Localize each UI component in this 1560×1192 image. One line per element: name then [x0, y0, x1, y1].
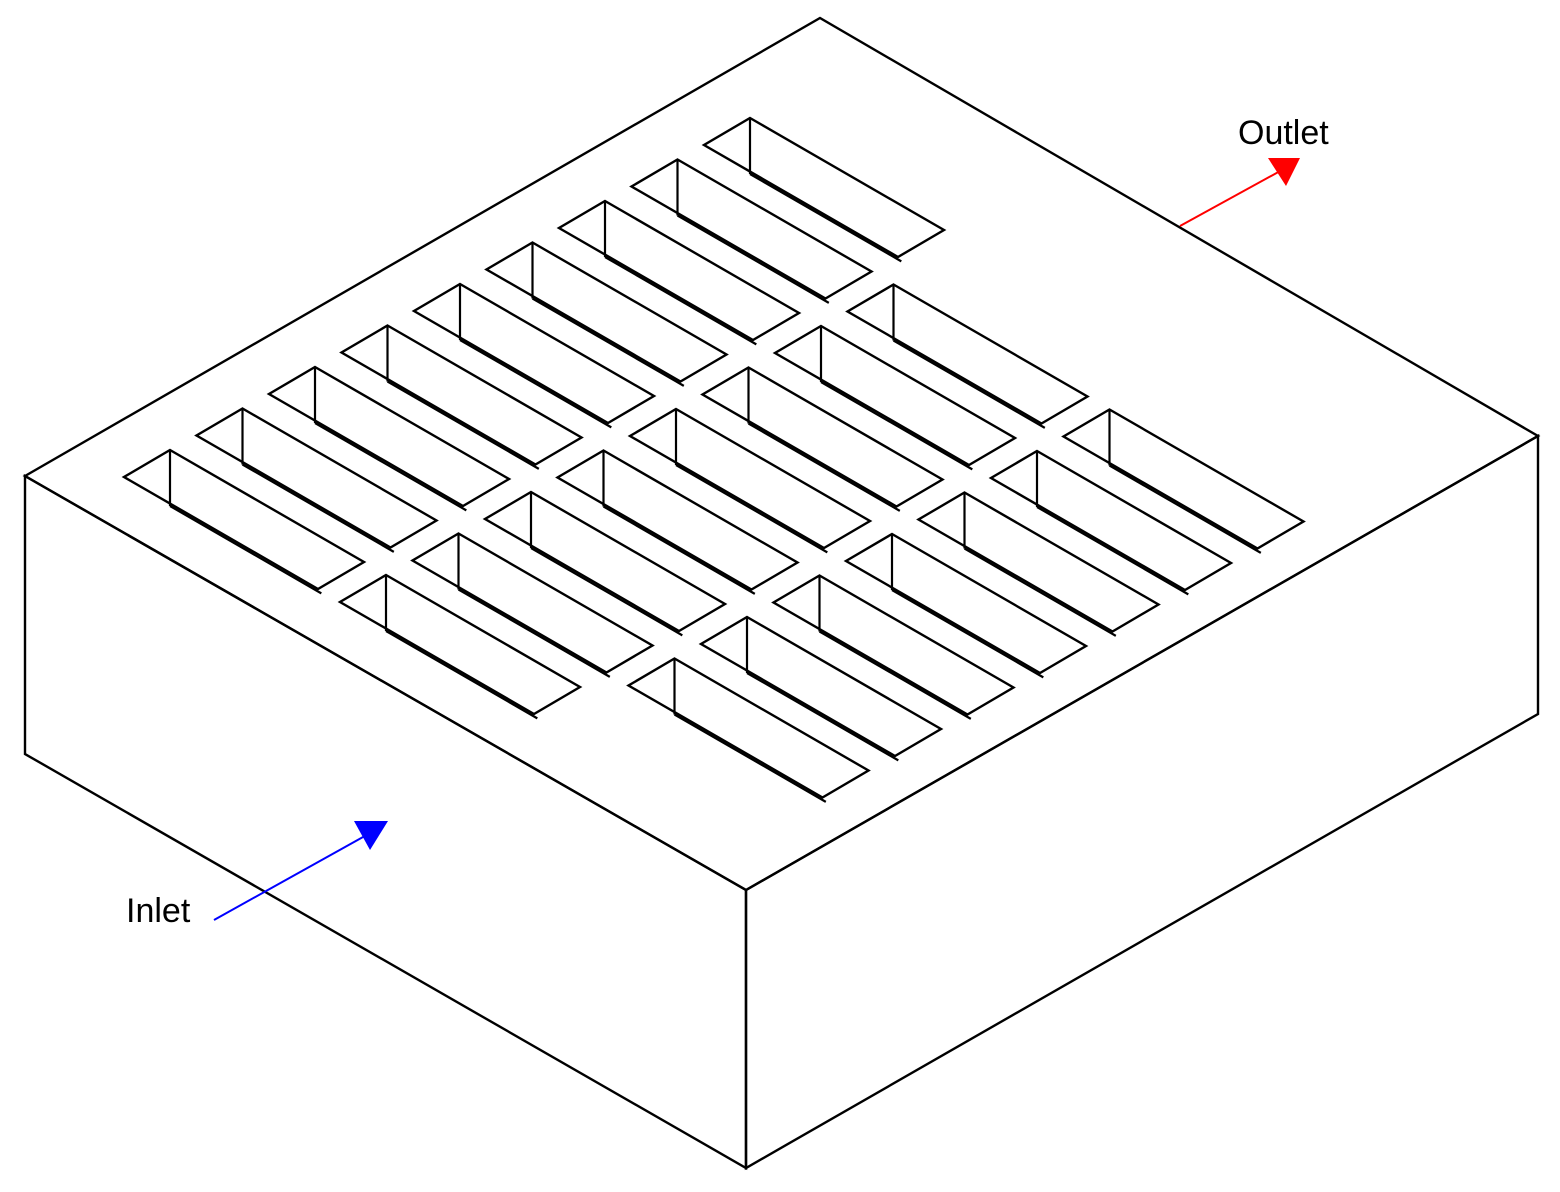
- channel-slot: [771, 574, 1016, 716]
- channel-slot-floor-edge: [602, 505, 756, 595]
- inlet-annotation: Inlet: [126, 821, 388, 930]
- channel-slot-floor-edge: [963, 547, 1117, 637]
- channel-slot: [626, 657, 871, 799]
- channel-slot: [410, 532, 655, 674]
- channel-slot-floor-edge: [891, 589, 1044, 679]
- channel-slot: [701, 116, 947, 259]
- channel-slot-floor-edge: [892, 339, 1046, 429]
- channel-slot-floor-edge: [1036, 506, 1189, 596]
- channel-slot: [556, 199, 802, 342]
- outlet-arrow-shaft: [1179, 169, 1283, 227]
- channel-slot-floor-edge: [818, 630, 972, 720]
- outlet-annotation: Outlet: [1179, 114, 1329, 227]
- channel-slot-floor-edge: [530, 547, 683, 637]
- channel-slot-floor-edge: [1108, 464, 1262, 554]
- channel-slot-floor-edge: [747, 422, 901, 512]
- channel-slot: [916, 491, 1161, 633]
- channel-slot-floor-edge: [820, 381, 973, 471]
- channel-slot: [629, 158, 874, 300]
- channel-slot: [194, 407, 439, 549]
- channel-slot-floor-edge: [676, 214, 830, 304]
- channel-slot: [988, 449, 1234, 592]
- channel-slot: [1061, 408, 1306, 550]
- channel-slot-floor-edge: [457, 588, 611, 678]
- channel-slot: [555, 449, 800, 591]
- channel-slot-floor-edge: [169, 505, 322, 595]
- channel-slot-floor-edge: [459, 339, 612, 429]
- channel-slot: [121, 448, 367, 591]
- block-body: [22, 16, 1541, 1171]
- channel-slot: [627, 407, 873, 550]
- channel-slot-floor-edge: [604, 256, 757, 346]
- channel-slot-floor-edge: [386, 380, 540, 470]
- channel-slot: [484, 241, 729, 383]
- channel-slot-floor-edge: [746, 672, 899, 762]
- channel-slot-floor-edge: [385, 630, 538, 720]
- channel-slot-floor-edge: [675, 464, 828, 554]
- channel-slot: [337, 573, 583, 716]
- channel-slot-floor-edge: [241, 463, 395, 553]
- outlet-arrow-head: [1268, 158, 1300, 186]
- channel-slot: [339, 324, 584, 466]
- channel-slot: [698, 615, 944, 758]
- channel-slot: [482, 490, 728, 633]
- channel-slot-floor-edge: [749, 173, 902, 263]
- inlet-label: Inlet: [126, 892, 191, 930]
- channel-slot-grid: [121, 116, 1306, 803]
- channel-slot-floor-edge: [314, 422, 467, 512]
- channel-slot: [843, 532, 1089, 675]
- inlet-arrow-shaft: [213, 831, 373, 921]
- channel-slot-floor-edge: [673, 713, 827, 803]
- channel-slot: [411, 282, 657, 425]
- channel-slot-floor-edge: [531, 297, 685, 387]
- block-right-face: [744, 433, 1540, 1171]
- outlet-label: Outlet: [1238, 114, 1329, 152]
- inlet-arrow-head: [354, 821, 388, 850]
- channel-slot: [772, 324, 1018, 467]
- channel-slot: [700, 366, 945, 508]
- channel-slot: [845, 283, 1090, 425]
- channel-slot: [266, 365, 512, 508]
